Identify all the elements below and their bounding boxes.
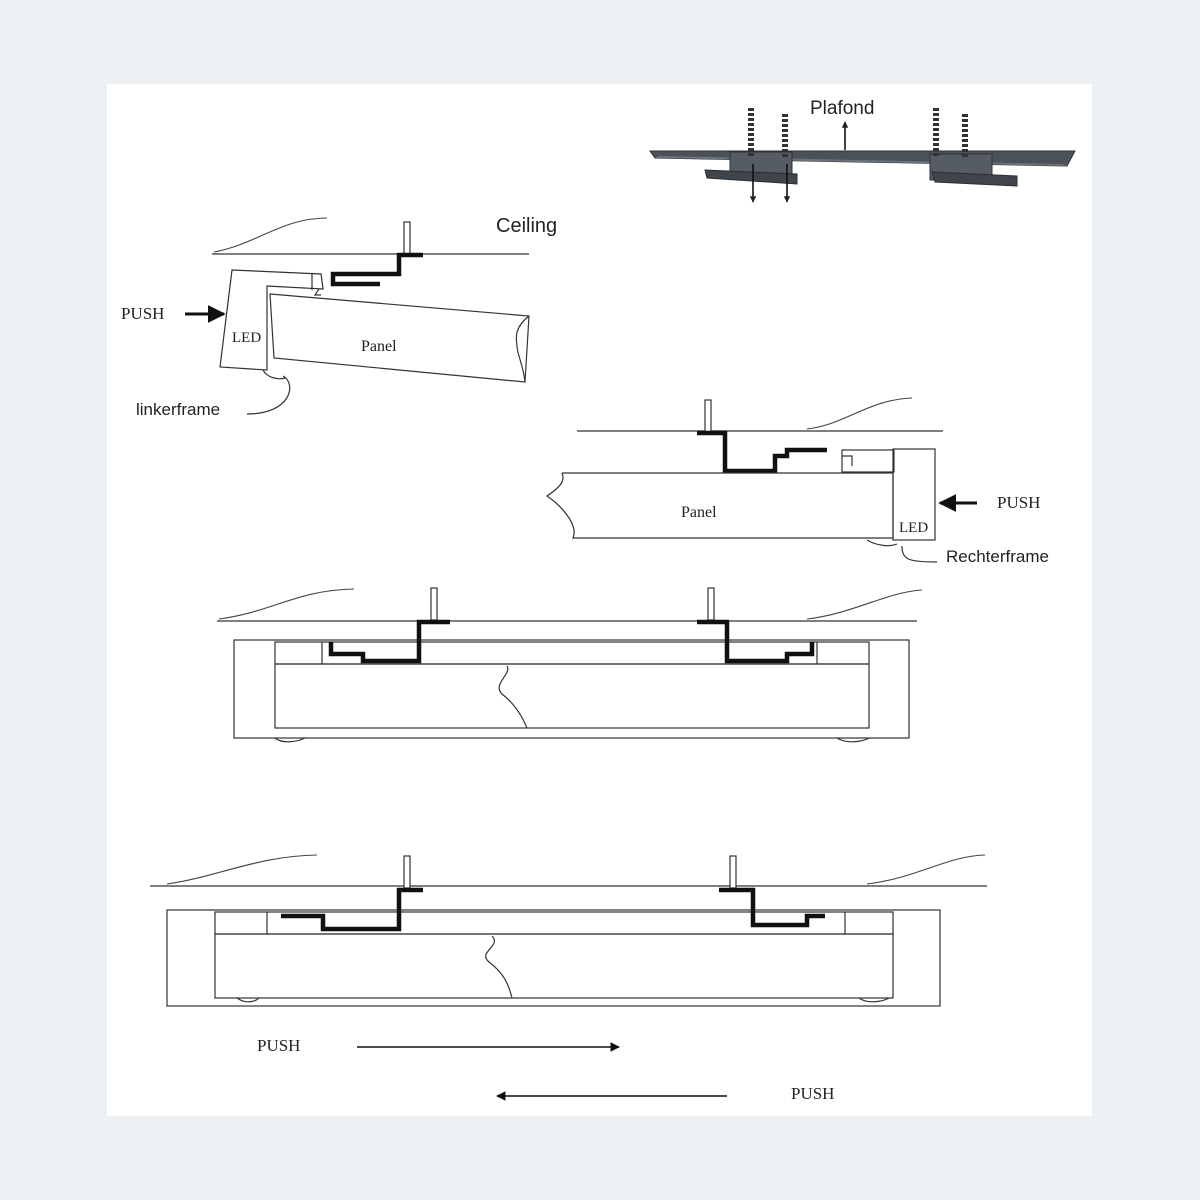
- push-label: PUSH: [121, 304, 164, 323]
- push-label: PUSH: [997, 493, 1040, 512]
- screw-icon: [707, 587, 715, 621]
- screw-icon: [704, 399, 712, 433]
- plafond-3d-view: Plafond: [649, 98, 1076, 203]
- step1-left-frame-install: Ceiling PUSH LED Panel linkerframe: [121, 215, 557, 419]
- step3-both-frames: [217, 587, 923, 743]
- ceiling-label: Ceiling: [496, 215, 557, 237]
- screw-icon: [748, 108, 968, 158]
- panel-label: Panel: [681, 504, 717, 521]
- screw-icon: [430, 587, 438, 621]
- frame-label: linkerframe: [136, 400, 220, 419]
- push-right-label: PUSH: [257, 1036, 300, 1055]
- step2-right-frame-install: Panel PUSH LED Rechterframe: [545, 397, 1049, 566]
- frame-label: Rechterframe: [946, 547, 1049, 566]
- step4-panel-centred: PUSH PUSH: [150, 854, 987, 1103]
- screw-icon: [403, 221, 411, 255]
- plafond-label: Plafond: [810, 98, 874, 119]
- screw-icon: [403, 855, 411, 889]
- screw-icon: [729, 855, 737, 889]
- led-label: LED: [232, 330, 261, 346]
- diagram-page: Plafond Ceiling PUSH LED Panel linkerfra…: [107, 84, 1092, 1116]
- push-left-label: PUSH: [791, 1084, 834, 1103]
- led-label: LED: [899, 520, 928, 536]
- panel-label: Panel: [361, 338, 397, 355]
